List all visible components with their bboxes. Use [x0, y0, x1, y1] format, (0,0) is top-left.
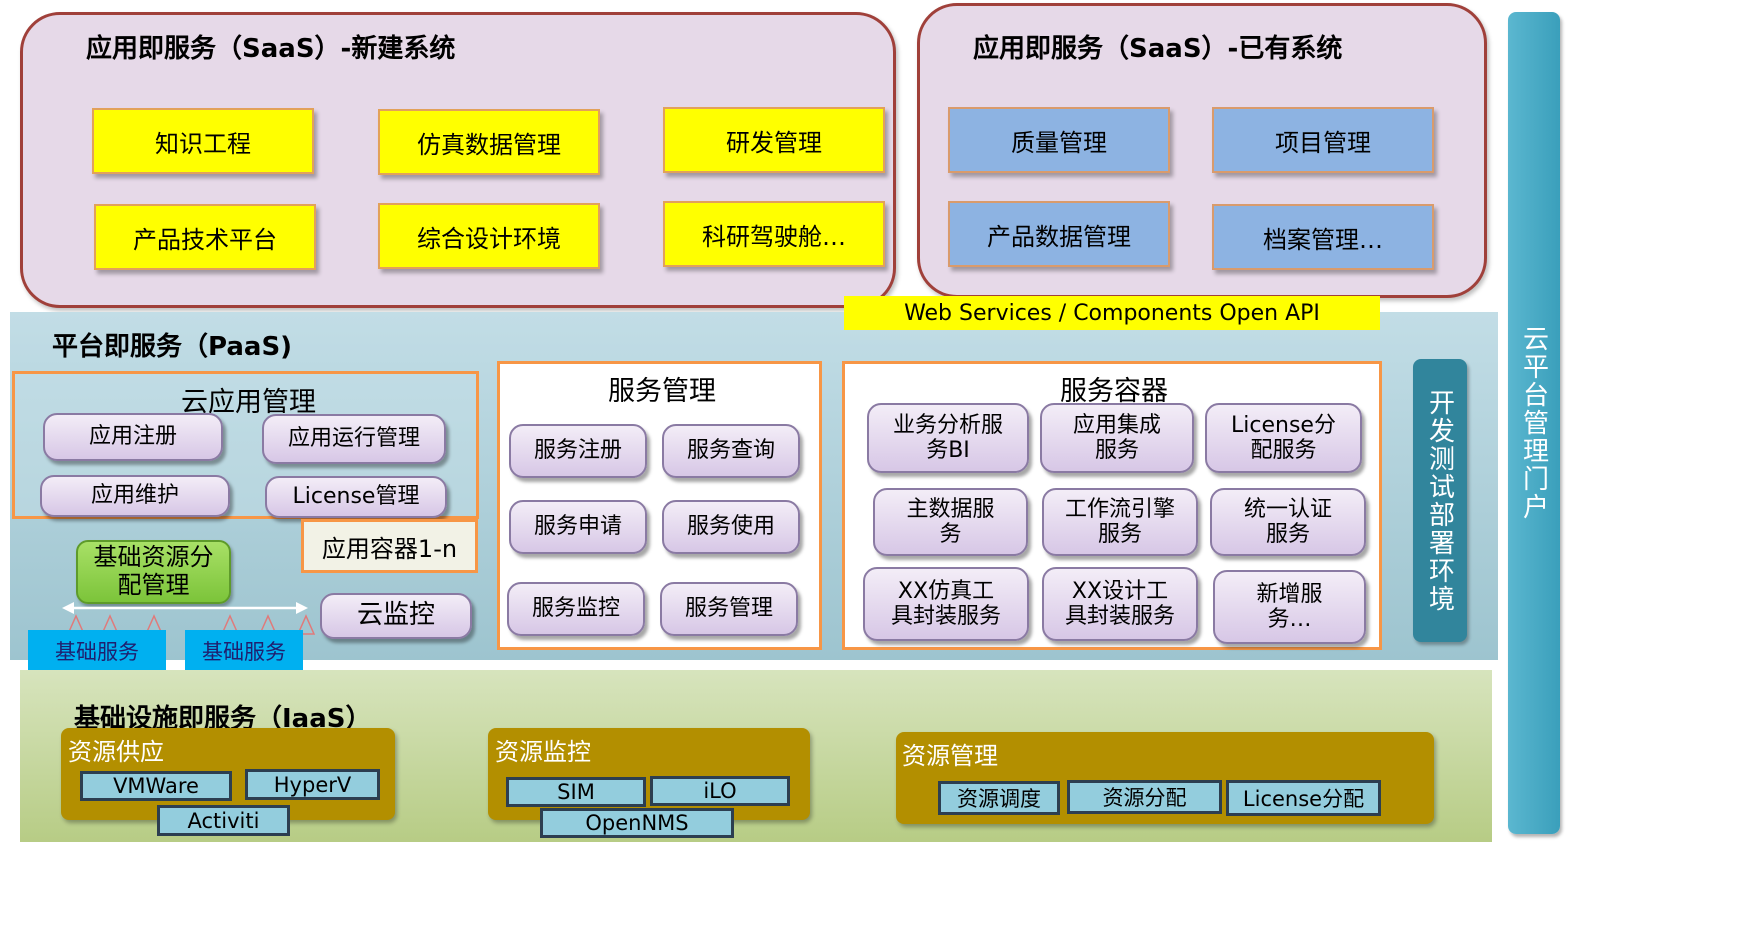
svc-design-tool[interactable]: XX设计工具封装服务	[1042, 567, 1198, 641]
svc-manage[interactable]: 服务管理	[660, 582, 798, 636]
resource-manage-title: 资源管理	[902, 742, 998, 770]
dev-env-bar[interactable]: 开发测试部署环境	[1413, 359, 1467, 642]
svc-register[interactable]: 服务注册	[509, 424, 647, 478]
svc-sim-tool[interactable]: XX仿真工具封装服务	[863, 567, 1029, 641]
saas-box-sim-data[interactable]: 仿真数据管理	[378, 109, 600, 175]
resource-alloc-box[interactable]: 资源分配	[1067, 780, 1222, 814]
service-mgmt-title: 服务管理	[608, 376, 716, 407]
activiti-box[interactable]: Activiti	[157, 805, 290, 836]
app-maintain[interactable]: 应用维护	[40, 475, 230, 517]
resource-alloc-node[interactable]: 基础资源分配管理	[76, 540, 231, 604]
svc-auth[interactable]: 统一认证服务	[1210, 488, 1366, 556]
svc-integration[interactable]: 应用集成服务	[1040, 403, 1194, 473]
resource-monitor-title: 资源监控	[495, 738, 591, 766]
saas-box-product-data[interactable]: 产品数据管理	[948, 201, 1170, 267]
app-container[interactable]: 应用容器1-n	[301, 519, 478, 573]
resource-schedule-box[interactable]: 资源调度	[938, 781, 1060, 815]
svc-license-alloc[interactable]: License分配服务	[1205, 403, 1362, 473]
cloud-monitor[interactable]: 云监控	[320, 593, 472, 639]
svc-bi[interactable]: 业务分析服务BI	[867, 403, 1029, 473]
saas-box-quality[interactable]: 质量管理	[948, 107, 1170, 173]
svc-master-data[interactable]: 主数据服务	[873, 488, 1028, 556]
saas-box-archive[interactable]: 档案管理…	[1212, 204, 1434, 270]
hyperv-box[interactable]: HyperV	[245, 769, 380, 800]
license-alloc-box[interactable]: License分配	[1226, 780, 1381, 816]
cloud-app-title: 云应用管理	[181, 387, 316, 418]
svc-use[interactable]: 服务使用	[662, 500, 800, 554]
saas-existing-title: 应用即服务（SaaS）-已有系统	[973, 34, 1343, 64]
sim-box[interactable]: SIM	[506, 777, 646, 807]
app-register[interactable]: 应用注册	[43, 413, 223, 461]
api-banner: Web Services / Components Open API	[844, 296, 1380, 330]
svc-query[interactable]: 服务查询	[662, 424, 800, 478]
saas-box-knowledge[interactable]: 知识工程	[92, 108, 314, 174]
dev-env-label: 开发测试部署环境	[1424, 388, 1455, 613]
svc-workflow[interactable]: 工作流引擎服务	[1042, 488, 1198, 556]
svc-monitor[interactable]: 服务监控	[507, 582, 645, 636]
paas-title: 平台即服务（PaaS)	[52, 332, 293, 362]
saas-new-title: 应用即服务（SaaS）-新建系统	[86, 34, 456, 64]
vmware-box[interactable]: VMWare	[80, 771, 232, 801]
portal-label: 云平台管理门户	[1518, 325, 1549, 521]
ilo-box[interactable]: iLO	[650, 776, 790, 806]
service-container-title: 服务容器	[1060, 376, 1168, 407]
saas-box-rd-mgmt[interactable]: 研发管理	[663, 107, 885, 173]
opennms-box[interactable]: OpenNMS	[540, 808, 734, 838]
svc-new[interactable]: 新增服务…	[1213, 570, 1366, 644]
portal-bar[interactable]: 云平台管理门户	[1508, 12, 1560, 834]
saas-box-design-env[interactable]: 综合设计环境	[378, 203, 600, 269]
app-run-mgmt[interactable]: 应用运行管理	[262, 414, 446, 464]
saas-box-product-tech[interactable]: 产品技术平台	[94, 204, 316, 270]
saas-box-cockpit[interactable]: 科研驾驶舱…	[663, 201, 885, 267]
svc-apply[interactable]: 服务申请	[509, 500, 647, 554]
saas-box-project[interactable]: 项目管理	[1212, 107, 1434, 173]
resource-supply-title: 资源供应	[68, 738, 164, 766]
license-mgmt[interactable]: License管理	[265, 476, 447, 518]
